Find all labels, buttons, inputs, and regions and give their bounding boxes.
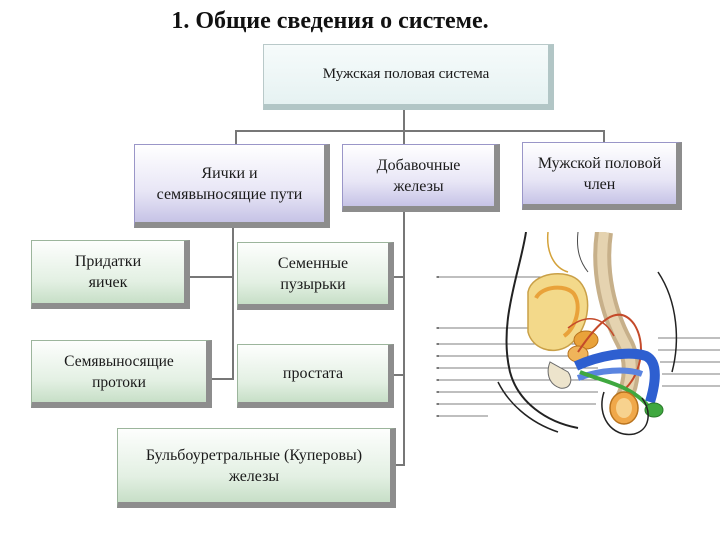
- connector-to-testes: [235, 130, 237, 146]
- box-male-reproductive-system: Мужская половая система: [263, 44, 554, 110]
- box-seminal-vesicles: Семенные пузырьки: [237, 242, 394, 310]
- connector-right-branch-2: [390, 374, 404, 376]
- box-epididymis: Придатки яичек: [31, 240, 190, 309]
- box-prostate: простата: [237, 344, 394, 408]
- connector-left-branch-1: [186, 276, 233, 278]
- box-label: Добавочные железы: [376, 156, 461, 195]
- connector-to-glands: [403, 130, 405, 146]
- box-vas-deferens: Семявыносящие протоки: [31, 340, 212, 408]
- pelvis-section-drawing: [436, 230, 720, 436]
- slide-title: 1. Общие сведения о системе.: [171, 8, 489, 34]
- box-label: Бульбоуретральные (Куперовы) железы: [145, 446, 363, 485]
- anatomy-illustration: [428, 230, 720, 442]
- box-label: Семенные пузырьки: [277, 254, 349, 293]
- connector-top-horizontal: [235, 130, 605, 132]
- box-testes-and-ducts: Яички и семявыносящие пути: [134, 144, 330, 228]
- box-bulbourethral-glands: Бульбоуретральные (Куперовы) железы: [117, 428, 396, 508]
- box-label: Яички и семявыносящие пути: [156, 164, 303, 203]
- connector-left-trunk: [232, 226, 234, 380]
- box-label: Придатки яичек: [74, 253, 142, 291]
- connector-left-branch-2: [208, 378, 233, 380]
- box-accessory-glands: Добавочные железы: [342, 144, 500, 212]
- connector-right-branch-1: [390, 276, 404, 278]
- box-penis: Мужской половой член: [522, 142, 682, 210]
- box-label: Мужская половая система: [322, 66, 490, 82]
- connector-right-trunk: [403, 210, 405, 466]
- connector-root-down: [403, 108, 405, 132]
- connector-to-penis: [603, 130, 605, 144]
- box-label: простата: [282, 365, 344, 382]
- box-label: Мужской половой член: [537, 154, 662, 193]
- connector-right-branch-3: [392, 464, 404, 466]
- box-label: Семявыносящие протоки: [64, 352, 174, 391]
